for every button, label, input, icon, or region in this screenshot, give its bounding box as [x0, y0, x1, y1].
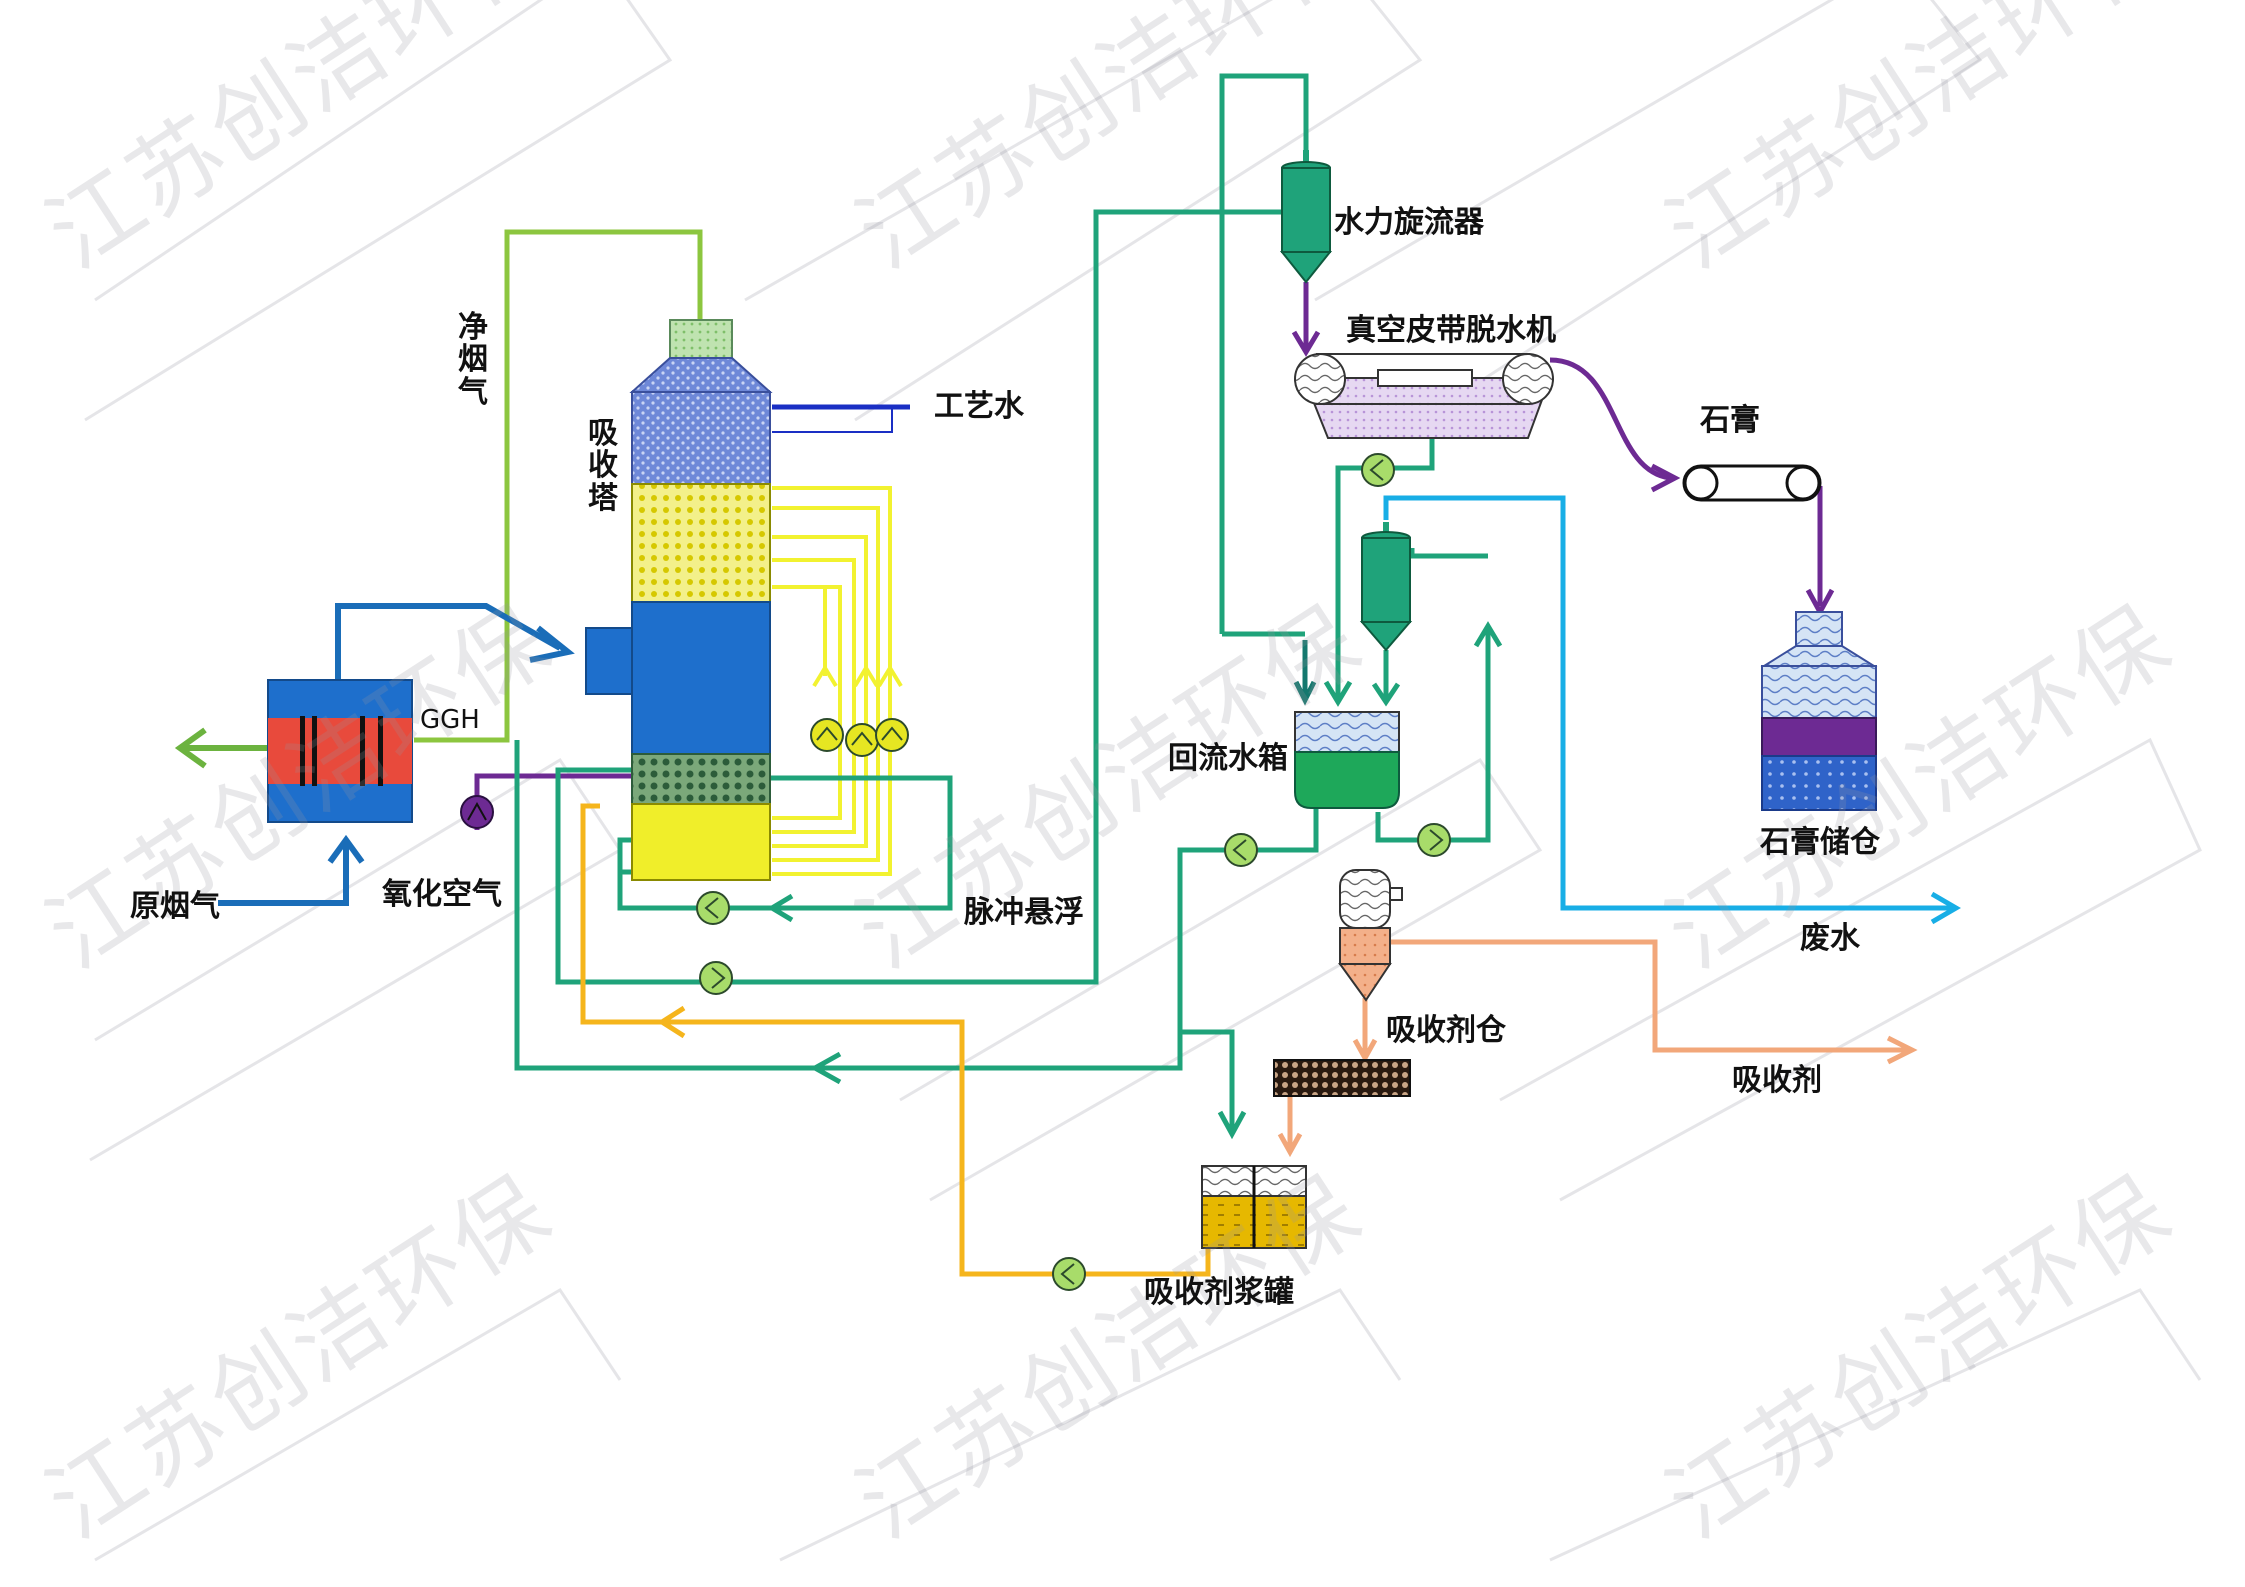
- return-to-slurry-pipe: [1180, 1029, 1235, 1130]
- absorbent-supply-pipe: [1387, 939, 1908, 1053]
- gypsum-silo: [1760, 611, 1878, 811]
- absorbent-silo-label: 吸收剂仓: [1386, 1013, 1506, 1048]
- absorber-label: 吸收塔: [588, 416, 618, 516]
- return-water-tank: [1294, 711, 1400, 809]
- absorbent-silo: [1338, 869, 1403, 1002]
- raw-flue-gas-label: 原烟气: [130, 889, 220, 924]
- pulse-suspension-label: 脉冲悬浮: [964, 895, 1084, 930]
- slurry-pump: [1052, 1257, 1086, 1291]
- oxidation-air-label: 氧化空气: [382, 877, 502, 912]
- raw-flue-gas-pipe: [218, 843, 349, 906]
- secondary-cyclone: [1359, 522, 1413, 652]
- return-tank-label: 回流水箱: [1168, 741, 1288, 776]
- gypsum-label: 石膏: [1700, 403, 1760, 438]
- absorbent-slurry-tank: [1201, 1165, 1307, 1249]
- waste-water-pipe: [1383, 495, 1952, 911]
- belt-filter-label: 真空皮带脱水机: [1346, 313, 1556, 348]
- hydrocyclone-label: 水力旋流器: [1334, 205, 1484, 240]
- pumps: [696, 453, 1451, 1291]
- hydrocyclone: [1279, 150, 1333, 284]
- return-water-pipe: [514, 740, 1319, 1071]
- spray-pump-3: [875, 718, 909, 752]
- process-water-label: 工艺水: [934, 389, 1024, 424]
- gypsum-discharge-pipe: [1549, 357, 1671, 481]
- spray-up-arrows: [812, 664, 903, 688]
- bleed-to-hydrocyclone-pipe: [555, 209, 1310, 985]
- oxidation-air-blower: [460, 795, 494, 829]
- slurry-feed-pipe: [580, 803, 1211, 1277]
- gypsum-silo-label: 石膏储仓: [1760, 825, 1880, 860]
- bleed-pump: [699, 961, 733, 995]
- absorber-tower: [585, 319, 773, 881]
- waste-water-label: 废水: [1800, 921, 1860, 956]
- slurry-tank-label: 吸收剂浆罐: [1144, 1275, 1294, 1310]
- spray-pump-1: [810, 718, 844, 752]
- clean-flue-gas-pipe: [414, 229, 703, 743]
- vacuum-belt-filter: [1294, 353, 1554, 439]
- ggh-label: GGH: [420, 705, 480, 735]
- return-pump: [1224, 833, 1258, 867]
- hydrocyclone-overflow-pipe: [1219, 73, 1309, 634]
- spray-recirculation-lines: [772, 486, 892, 876]
- filtrate-pump: [1361, 453, 1395, 487]
- ggh-heat-exchanger: [267, 679, 413, 823]
- ggh-to-absorber-pipe: [335, 603, 562, 680]
- pulse-pump: [696, 891, 730, 925]
- cyclone-feed-pump: [1417, 823, 1451, 857]
- absorbent-feeder: [1273, 1059, 1411, 1097]
- clean-flue-gas-label: 净烟气: [458, 310, 488, 410]
- spray-pump-2: [845, 723, 879, 757]
- absorbent-label: 吸收剂: [1732, 1063, 1822, 1098]
- gypsum-conveyor: [1682, 464, 1822, 502]
